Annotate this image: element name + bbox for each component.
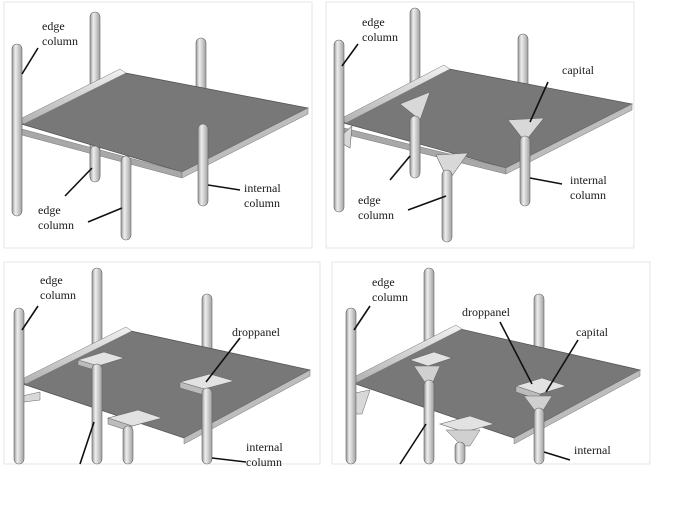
- label-edge-column: edge: [362, 15, 385, 29]
- label-edge-column: column: [42, 34, 78, 48]
- label-edge-column: column: [40, 288, 76, 302]
- leader-line: [211, 457, 247, 463]
- column: [91, 363, 103, 465]
- label-edge-column: edge: [42, 19, 65, 33]
- column: [454, 441, 466, 465]
- label-edge-column: edge: [358, 193, 381, 207]
- label-drop-panel: droppanel: [232, 325, 281, 339]
- label-edge-column: edge: [372, 275, 395, 289]
- column: [89, 145, 101, 183]
- column: [122, 425, 134, 465]
- label-capital: capital: [576, 325, 609, 339]
- leader-line: [87, 207, 123, 223]
- label-internal-column: internal: [246, 440, 283, 454]
- label-drop-panel: droppanel: [462, 305, 511, 319]
- capital: [399, 91, 431, 121]
- drop-panel: [409, 351, 453, 367]
- leader-line: [407, 195, 447, 211]
- edge-column: [13, 307, 25, 465]
- edge-column: [120, 155, 132, 241]
- edge-column: [11, 43, 23, 217]
- label-edge-column: column: [372, 290, 408, 304]
- leader-line: [21, 305, 39, 331]
- internal-column: [201, 387, 213, 465]
- leader-line: [529, 177, 563, 185]
- slab-edge: [181, 107, 309, 179]
- label-internal-column: column: [246, 455, 282, 469]
- internal-column: [533, 407, 545, 465]
- edge-column: [333, 39, 345, 213]
- leader-line: [341, 43, 359, 67]
- column: [409, 115, 421, 179]
- leader-line: [499, 321, 533, 385]
- label-edge-column: column: [358, 208, 394, 222]
- leader-line: [353, 305, 371, 331]
- leader-line: [389, 155, 411, 181]
- label-internal-column: column: [244, 196, 280, 210]
- drop-panel: [438, 415, 496, 433]
- label-edge-column: edge: [40, 273, 63, 287]
- edge-column: [441, 169, 453, 243]
- label-internal-column: internal: [244, 181, 281, 195]
- leader-line: [21, 47, 39, 75]
- leader-line: [79, 421, 95, 465]
- leader-line: [64, 167, 93, 197]
- label-edge-column: column: [362, 30, 398, 44]
- leader-line: [529, 81, 549, 123]
- label-internal-column: internal: [570, 173, 607, 187]
- leader-line: [207, 184, 241, 191]
- column: [423, 379, 435, 465]
- slab-edge: [505, 103, 633, 175]
- internal-column: [519, 135, 531, 207]
- capital: [445, 429, 481, 447]
- panel-flat-slab: edge column edge column internal column: [11, 11, 310, 241]
- label-internal-column: internal: [574, 443, 611, 457]
- panel-slab-with-drop-panels-and-capitals: edge column droppanel capital internal: [345, 267, 642, 465]
- label-edge-column: edge: [38, 203, 61, 217]
- leader-line: [399, 423, 427, 465]
- panel-slab-with-drop-panels: edge column droppanel internal column: [13, 267, 312, 469]
- panel-slab-with-capitals: edge column capital edge column internal…: [333, 7, 634, 243]
- slab-edge: [183, 369, 311, 445]
- label-internal-column: column: [570, 188, 606, 202]
- label-edge-column: column: [38, 218, 74, 232]
- edge-column: [345, 307, 357, 465]
- slab-edge: [513, 369, 641, 445]
- internal-column: [197, 123, 209, 207]
- leader-line: [545, 339, 579, 393]
- leader-line: [543, 451, 571, 461]
- label-capital: capital: [562, 63, 595, 77]
- leader-line: [205, 337, 241, 383]
